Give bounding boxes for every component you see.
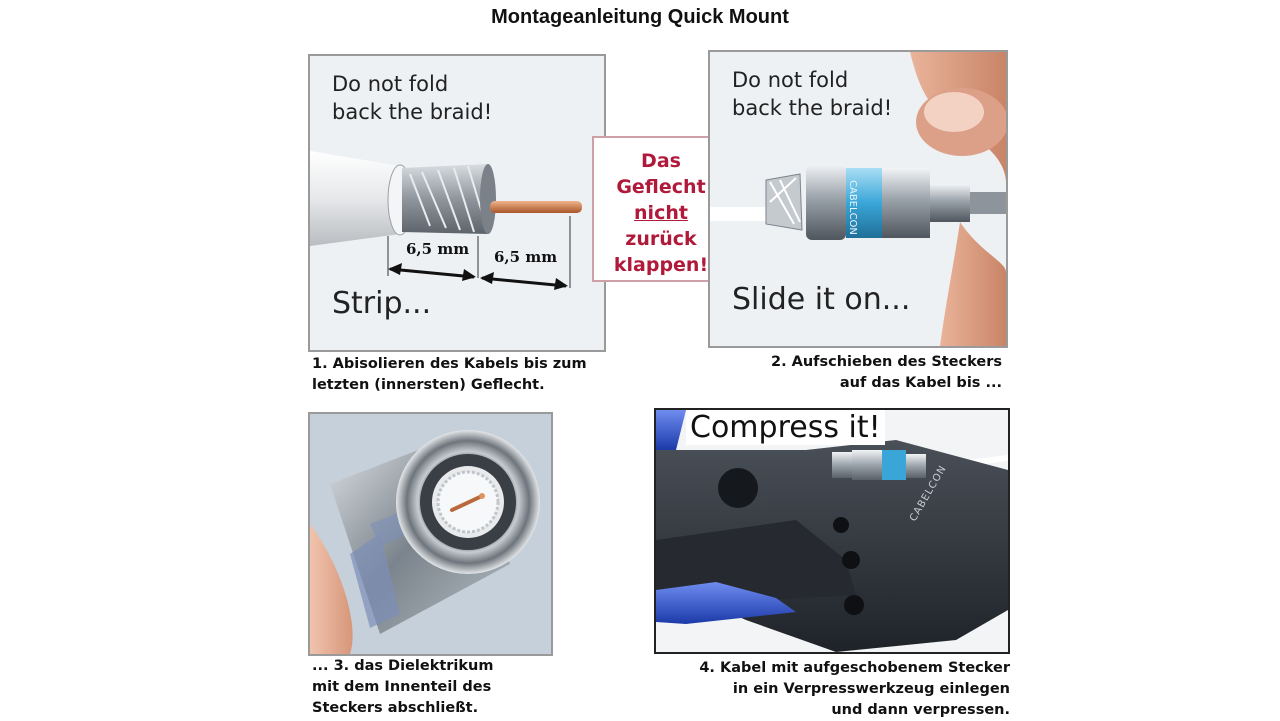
- action-label: Strip...: [332, 286, 432, 321]
- caption-line: letzten (innersten) Geflecht.: [312, 377, 545, 393]
- step1-caption: 1. Abisolieren des Kabels bis zum letzte…: [312, 354, 587, 396]
- page-title: Montageanleitung Quick Mount: [491, 6, 789, 28]
- caption-line: 4. Kabel mit aufgeschobenem Stecker: [699, 660, 1010, 676]
- dimension-label-insulation: 6,5 mm: [406, 240, 470, 258]
- step2-caption: 2. Aufschieben des Steckers auf das Kabe…: [708, 352, 1002, 394]
- caption-line: auf das Kabel bis ...: [839, 375, 1002, 391]
- warning-line: Das: [641, 150, 681, 172]
- caption-line: mit dem Innenteil des: [312, 679, 492, 695]
- step3-caption: ... 3. das Dielektrikum mit dem Innentei…: [312, 656, 493, 719]
- connector-end-illustration: [310, 414, 551, 654]
- caption-line: in ein Verpresswerkzeug einlegen: [732, 681, 1010, 697]
- caption-line: 2. Aufschieben des Steckers: [770, 354, 1002, 370]
- warning-line: zurück: [625, 228, 697, 250]
- cable-strip-illustration: [310, 151, 582, 290]
- dimension-label-braid: 6,5 mm: [494, 248, 558, 266]
- warning-line: klappen!: [613, 254, 709, 276]
- note-line: back the braid!: [732, 96, 893, 120]
- step4-image-panel: Compress it! CABELCON: [654, 408, 1010, 654]
- note-line: Do not fold: [732, 68, 849, 92]
- note-line: Do not fold: [332, 72, 449, 96]
- warning-emphasis: nicht: [634, 202, 688, 224]
- step2-image-panel: CABELCON Do not fold back the braid! Sli…: [708, 50, 1008, 348]
- caption-line: Steckers abschließt.: [312, 700, 479, 716]
- warning-line: Geflecht: [616, 176, 706, 198]
- step1-image-panel: Do not fold back the braid! 6,5 mm 6,5 m…: [308, 54, 606, 352]
- action-label: Compress it!: [686, 410, 885, 445]
- step4-caption: 4. Kabel mit aufgeschobenem Stecker in e…: [640, 658, 1010, 721]
- caption-line: 1. Abisolieren des Kabels bis zum: [312, 356, 587, 372]
- caption-line: ... 3. das Dielektrikum: [312, 658, 494, 674]
- caption-line: und dann verpressen.: [831, 702, 1010, 718]
- connector-slide-illustration: [710, 52, 1006, 346]
- note-line: back the braid!: [332, 100, 493, 124]
- connector-brand: CABELCON: [847, 180, 858, 235]
- step3-image-panel: [308, 412, 553, 656]
- action-label: Slide it on...: [732, 282, 911, 317]
- compression-tool-illustration: [656, 410, 1008, 652]
